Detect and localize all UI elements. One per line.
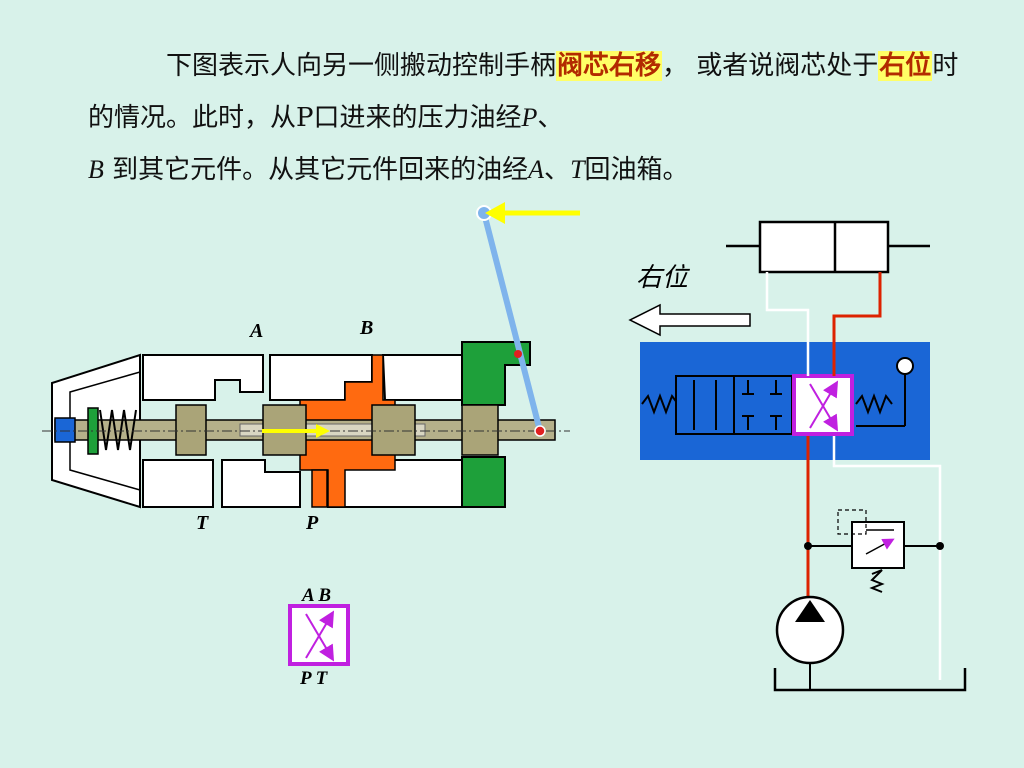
valve-box-left xyxy=(675,375,735,435)
port-label-p: P xyxy=(305,512,319,534)
symbol-bottom-labels: P T xyxy=(299,668,329,689)
oil-tank xyxy=(773,668,967,692)
control-handle[interactable] xyxy=(481,210,543,434)
handle-fulcrum xyxy=(514,350,522,358)
description-paragraph: 下图表示人向另一侧搬动控制手柄阀芯右移， 或者说阀芯处于右位时的情况。此时，从P… xyxy=(88,40,968,196)
right-seal-lower xyxy=(461,456,506,508)
spool-land xyxy=(461,404,499,456)
valve-lever-knob[interactable] xyxy=(896,357,914,375)
position-label: 右位 xyxy=(636,263,691,293)
spool-land xyxy=(175,404,207,456)
spool-motion-arrow xyxy=(316,424,330,438)
text-seg: 下图表示人向另一侧搬动控制手柄 xyxy=(166,51,557,81)
body-upper-left xyxy=(142,354,264,401)
port-label-a: A xyxy=(248,320,263,342)
symbol-top-labels: A B xyxy=(301,585,331,606)
valve-spring-left xyxy=(641,393,679,415)
return-line-t xyxy=(832,436,942,680)
spool-end-plug xyxy=(54,417,76,443)
text-seg: 回油箱。 xyxy=(584,155,689,185)
highlight-right-position: 右位 xyxy=(878,51,933,81)
body-upper-right xyxy=(381,354,463,401)
valve-spring-right xyxy=(855,393,893,415)
text-seg: 到其它元件。从其它元件回来的油经 xyxy=(103,155,529,185)
small-valve-symbol: A B P T xyxy=(288,585,350,689)
return-line-a xyxy=(765,272,810,376)
text-sep: 、 xyxy=(544,155,571,185)
relief-valve xyxy=(851,521,905,569)
port-label-t: T xyxy=(196,512,209,534)
hydraulic-cylinder xyxy=(758,220,890,274)
text-seg: 时的情况。此时，从P口进来的压力油经 xyxy=(88,51,959,133)
valve-cross-section: A B T P xyxy=(42,202,580,534)
port-b-text: B xyxy=(88,155,104,184)
hydraulic-circuit: 右位 xyxy=(628,220,967,692)
pressure-line-b xyxy=(832,272,882,376)
p-port-channel xyxy=(311,469,328,508)
valve-box-center xyxy=(733,375,793,435)
highlight-spool-right: 阀芯右移 xyxy=(556,51,663,81)
text-sep: 、 xyxy=(537,103,564,133)
port-label-b: B xyxy=(359,317,373,339)
body-lower-mid xyxy=(221,459,301,508)
handle-pivot xyxy=(534,425,546,437)
text-seg: ， 或者说阀芯处于 xyxy=(662,51,879,81)
relief-spring xyxy=(869,569,885,593)
port-t-text: T xyxy=(570,155,585,184)
body-lower-left xyxy=(142,459,214,508)
pump-arrow xyxy=(795,600,825,622)
direction-arrow xyxy=(628,303,751,337)
port-p-text: P xyxy=(521,103,538,132)
spool-land xyxy=(371,404,416,456)
port-a-text: A xyxy=(528,155,545,184)
return-spring xyxy=(99,409,137,451)
handle-motion-arrow xyxy=(485,202,505,224)
